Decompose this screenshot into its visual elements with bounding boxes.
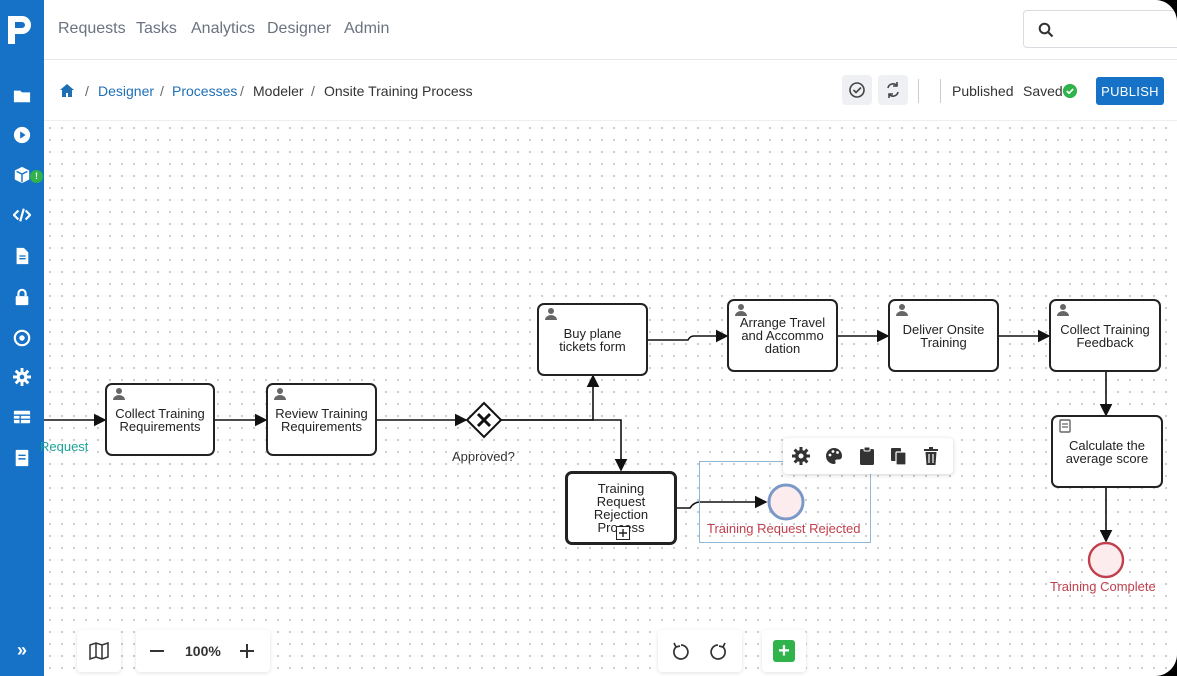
nav-requests[interactable]: Requests bbox=[58, 20, 126, 37]
status-saved: Saved bbox=[1023, 83, 1063, 99]
task-calculate-score[interactable]: Calculate the average score bbox=[1051, 415, 1163, 488]
sidebar-item-collections[interactable] bbox=[0, 399, 44, 435]
breadcrumb-separator: / bbox=[311, 83, 315, 99]
minimap-panel bbox=[77, 630, 121, 672]
breadcrumb-separator: / bbox=[160, 83, 164, 99]
task-label: Review Training Requirements bbox=[275, 405, 368, 434]
task-deliver-training[interactable]: Deliver Onsite Training bbox=[888, 299, 999, 372]
redo-icon[interactable] bbox=[709, 642, 727, 660]
add-element-button[interactable]: + bbox=[773, 640, 795, 662]
palette-icon[interactable] bbox=[824, 446, 844, 466]
sidebar-item-settings[interactable] bbox=[0, 359, 44, 395]
zoom-out-icon[interactable] bbox=[150, 650, 164, 652]
breadcrumb-modeler: Modeler bbox=[253, 83, 304, 99]
search-icon bbox=[1038, 22, 1054, 38]
list-icon bbox=[15, 449, 29, 467]
script-icon bbox=[1059, 419, 1071, 433]
divider bbox=[940, 79, 941, 103]
zoom-level: 100% bbox=[185, 643, 221, 659]
modeler-toolbar: / Designer / Processes / Modeler / Onsit… bbox=[44, 61, 1177, 121]
gauge-icon bbox=[13, 329, 31, 347]
modeler-canvas[interactable] bbox=[44, 122, 1177, 676]
cube-icon bbox=[14, 166, 30, 184]
task-label: Arrange Travel and Accommo dation bbox=[739, 315, 826, 356]
sidebar-item-requests[interactable] bbox=[0, 78, 44, 114]
task-collect-feedback[interactable]: Collect Training Feedback bbox=[1049, 299, 1161, 372]
breadcrumb-separator: / bbox=[85, 83, 89, 99]
user-icon bbox=[113, 388, 125, 400]
undo-icon[interactable] bbox=[672, 642, 690, 660]
breadcrumb-separator: / bbox=[240, 83, 244, 99]
copy-icon[interactable] bbox=[889, 446, 909, 466]
task-review-requirements[interactable]: Review Training Requirements bbox=[266, 383, 377, 456]
sidebar-item-scripts[interactable] bbox=[0, 197, 44, 233]
lock-icon bbox=[15, 288, 29, 306]
breadcrumb-designer[interactable]: Designer bbox=[98, 83, 155, 99]
user-icon bbox=[735, 304, 747, 316]
alert-badge: ! bbox=[30, 170, 43, 183]
task-label: Deliver Onsite Training bbox=[902, 321, 985, 350]
start-event-label: Request bbox=[40, 439, 89, 454]
nav-designer[interactable]: Designer bbox=[267, 20, 332, 37]
sidebar-item-screens[interactable] bbox=[0, 238, 44, 274]
user-icon bbox=[274, 388, 286, 400]
code-icon bbox=[13, 208, 31, 222]
gear-icon[interactable] bbox=[791, 446, 811, 466]
home-icon[interactable] bbox=[59, 83, 75, 98]
user-icon bbox=[1057, 304, 1069, 316]
search-input[interactable] bbox=[1023, 10, 1177, 48]
end-event-rejected-label: Training Request Rejected bbox=[707, 521, 861, 536]
sidebar-item-tasks[interactable] bbox=[0, 117, 44, 153]
task-label: Training Request Rejection Process bbox=[593, 481, 649, 534]
task-label: Collect Training Feedback bbox=[1060, 321, 1150, 350]
sidebar: ! » bbox=[0, 0, 44, 676]
file-icon bbox=[16, 247, 29, 265]
task-buy-tickets[interactable]: Buy plane tickets form bbox=[537, 303, 648, 376]
folder-icon bbox=[13, 90, 31, 103]
table-icon bbox=[13, 410, 31, 424]
task-collect-requirements[interactable]: Collect Training Requirements bbox=[105, 383, 215, 456]
sidebar-item-security[interactable] bbox=[0, 279, 44, 315]
expand-sidebar-icon[interactable]: » bbox=[16, 639, 27, 660]
top-navigation: Requests Tasks Analytics Designer Admin bbox=[44, 0, 1177, 60]
zoom-panel bbox=[136, 630, 270, 672]
expand-subprocess-icon[interactable] bbox=[616, 526, 630, 540]
nav-tasks[interactable]: Tasks bbox=[136, 20, 177, 37]
element-context-toolbar bbox=[783, 438, 953, 474]
user-icon bbox=[896, 304, 908, 316]
map-icon[interactable] bbox=[89, 642, 109, 660]
subprocess-rejection[interactable]: Training Request Rejection Process bbox=[565, 471, 677, 545]
trash-icon[interactable] bbox=[921, 446, 941, 466]
sidebar-item-data-sources[interactable] bbox=[0, 440, 44, 476]
history-panel bbox=[658, 630, 742, 672]
task-label: Buy plane tickets form bbox=[559, 325, 626, 354]
check-icon bbox=[1063, 84, 1077, 98]
gateway-label: Approved? bbox=[452, 449, 515, 464]
check-circle-icon bbox=[849, 82, 865, 98]
zoom-in-icon[interactable] bbox=[240, 644, 254, 658]
nav-analytics[interactable]: Analytics bbox=[191, 20, 256, 37]
publish-button[interactable]: PUBLISH bbox=[1096, 77, 1164, 105]
divider bbox=[918, 79, 919, 103]
end-event-complete-label: Training Complete bbox=[1050, 579, 1156, 594]
sidebar-item-packages[interactable] bbox=[0, 157, 44, 193]
task-arrange-travel[interactable]: Arrange Travel and Accommo dation bbox=[727, 299, 838, 372]
nav-admin[interactable]: Admin bbox=[344, 20, 390, 37]
sync-icon bbox=[887, 82, 899, 98]
play-icon bbox=[13, 126, 31, 144]
validate-button[interactable] bbox=[842, 75, 872, 105]
app-logo-icon[interactable] bbox=[4, 12, 34, 48]
user-icon bbox=[545, 308, 557, 320]
sidebar-item-signals[interactable] bbox=[0, 320, 44, 356]
task-label: Collect Training Requirements bbox=[115, 405, 205, 434]
breadcrumb-processes[interactable]: Processes bbox=[172, 83, 238, 99]
clipboard-icon[interactable] bbox=[857, 446, 877, 466]
status-published: Published bbox=[952, 83, 1014, 99]
task-label: Calculate the average score bbox=[1065, 437, 1149, 466]
sync-button[interactable] bbox=[878, 75, 908, 105]
breadcrumb-current: Onsite Training Process bbox=[324, 83, 473, 99]
gear-icon bbox=[13, 368, 31, 386]
